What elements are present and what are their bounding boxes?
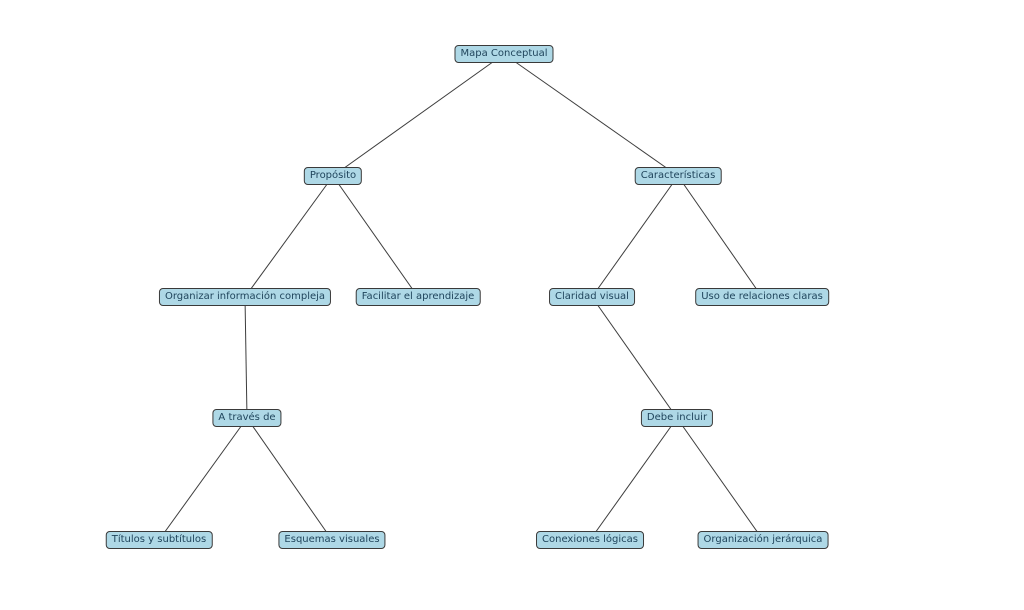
node-a-traves-de: A través de — [212, 409, 282, 427]
node-uso-relaciones-claras: Uso de relaciones claras — [695, 288, 829, 306]
node-organizar-informacion: Organizar información compleja — [158, 288, 332, 306]
node-claridad-visual: Claridad visual — [549, 288, 635, 306]
edge-mapa-conceptual-to-caracteristicas — [503, 53, 679, 177]
edge-debe-incluir-to-organizacion-jerarquica — [676, 417, 764, 541]
edge-organizar-informacion-to-a-traves-de — [244, 296, 248, 419]
node-mapa-conceptual: Mapa Conceptual — [454, 45, 554, 63]
edge-a-traves-de-to-esquemas-visuales — [246, 417, 333, 541]
node-organizacion-jerarquica: Organización jerárquica — [697, 531, 829, 549]
edge-proposito-to-facilitar-aprendizaje — [332, 175, 419, 298]
edge-claridad-visual-to-debe-incluir — [591, 296, 678, 419]
node-titulos-subtitulos: Títulos y subtítulos — [105, 531, 213, 549]
node-esquemas-visuales: Esquemas visuales — [278, 531, 386, 549]
node-caracteristicas: Características — [634, 167, 722, 185]
edge-debe-incluir-to-conexiones-logicas — [589, 417, 678, 541]
edge-caracteristicas-to-claridad-visual — [591, 175, 679, 298]
node-conexiones-logicas: Conexiones lógicas — [536, 531, 644, 549]
node-proposito: Propósito — [303, 167, 363, 185]
edge-a-traves-de-to-titulos-subtitulos — [158, 417, 248, 541]
node-facilitar-aprendizaje: Facilitar el aprendizaje — [355, 288, 481, 306]
edge-mapa-conceptual-to-proposito — [332, 53, 505, 177]
edge-caracteristicas-to-uso-relaciones-claras — [677, 175, 763, 298]
edge-proposito-to-organizar-informacion — [244, 175, 334, 298]
node-debe-incluir: Debe incluir — [640, 409, 714, 427]
